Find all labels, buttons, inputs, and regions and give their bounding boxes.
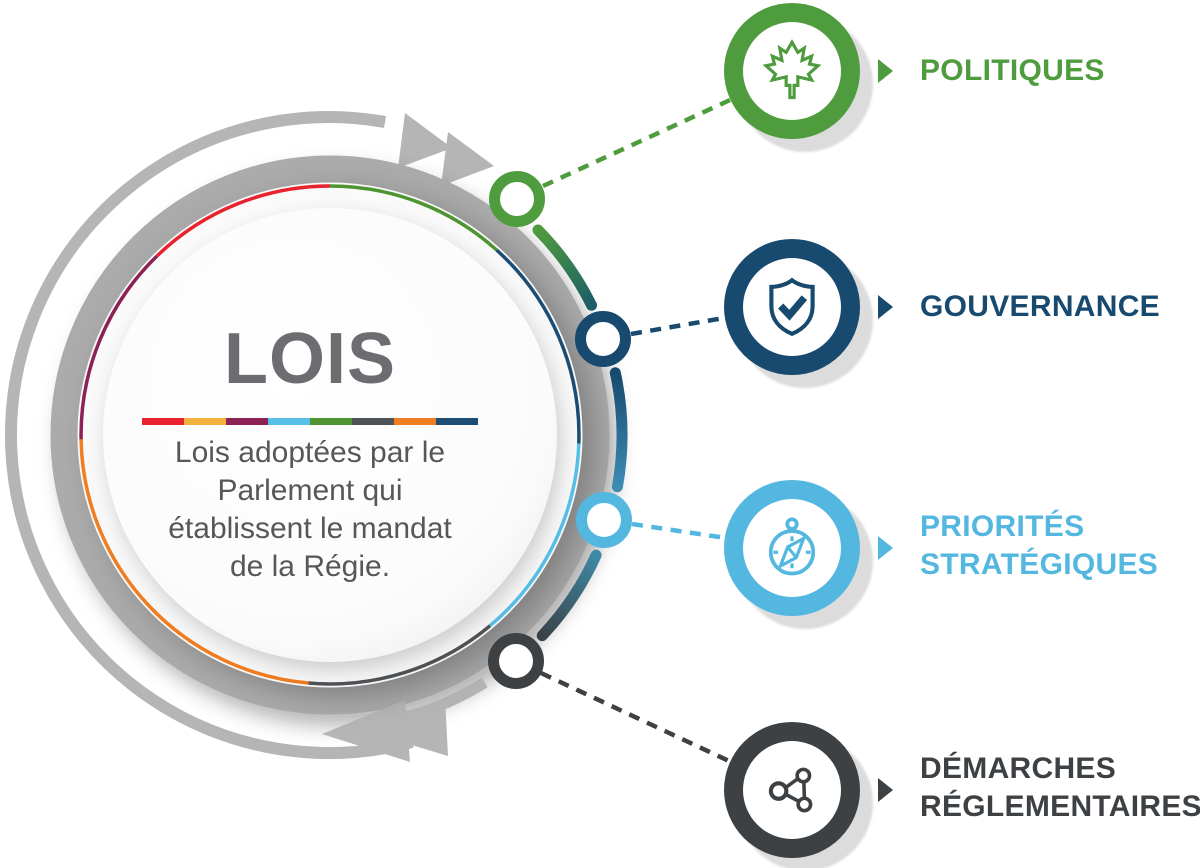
pointer-arrow-icon — [878, 536, 893, 560]
divider-segment — [394, 418, 436, 425]
center-title: LOIS — [223, 319, 396, 399]
politiques-label: POLITIQUES — [920, 54, 1105, 87]
politiques-badge — [724, 3, 873, 152]
rotation-arrow-bottom-icon — [322, 700, 410, 762]
color-divider — [142, 418, 478, 425]
dashed-connectors — [540, 97, 731, 764]
network-icon — [768, 767, 813, 813]
node-priorites — [576, 492, 632, 548]
node-demarches — [488, 633, 544, 689]
demarches-badge — [724, 722, 873, 868]
badge-inner — [743, 741, 841, 839]
divider-segment — [226, 418, 268, 425]
pointer-arrow-icon — [878, 778, 893, 802]
multicolor-ring — [79, 184, 581, 686]
connector-demarches — [540, 670, 730, 764]
divider-segment — [142, 418, 184, 425]
divider-segment — [352, 418, 394, 425]
demarches-label: DÉMARCHES RÉGLEMENTAIRES — [920, 752, 1200, 823]
branch-politiques: POLITIQUES — [712, 0, 1200, 152]
maple-leaf-icon — [762, 39, 822, 100]
badge-inner — [743, 22, 841, 120]
badge-ring — [724, 722, 860, 858]
badge-inner — [743, 499, 841, 597]
connector-gouvernance — [630, 315, 725, 337]
priorites-label: PRIORITÉS STRATÉGIQUES — [920, 510, 1159, 581]
connector-politiques — [542, 97, 731, 189]
outer-rotation-arc — [5, 111, 414, 759]
branch-gouvernance: GOUVERNANCE — [712, 232, 1200, 388]
cycle-nodes — [488, 171, 632, 689]
gouvernance-label: GOUVERNANCE — [920, 290, 1160, 323]
node-gouvernance — [575, 311, 631, 367]
rotation-arrow-top-icon — [441, 132, 494, 186]
pointer-arrow-icon — [878, 295, 893, 319]
pointer-arrow-icon — [878, 59, 893, 83]
badge-ring — [724, 239, 860, 375]
rotation-arrow-top-icon — [398, 113, 452, 168]
branch-priorites: PRIORITÉS STRATÉGIQUES — [712, 473, 1200, 629]
compass-icon — [768, 517, 816, 576]
badge-inner — [743, 258, 841, 356]
center-description: Lois adoptées par le Parlement qui établ… — [168, 436, 452, 583]
branch-demarches: DÉMARCHES RÉGLEMENTAIRES — [712, 715, 1200, 868]
shield-check-icon — [769, 277, 815, 337]
divider-segment — [310, 418, 352, 425]
connector-priorites — [631, 521, 727, 541]
divider-segment — [268, 418, 310, 425]
badge-ring — [724, 3, 860, 139]
center-disk — [103, 208, 557, 662]
divider-segment — [436, 418, 478, 425]
gouvernance-badge — [724, 239, 873, 388]
flow-arc — [532, 224, 628, 642]
priorites-badge — [724, 480, 873, 629]
outer-gray-ring — [50, 155, 610, 715]
divider-segment — [184, 418, 226, 425]
badge-ring — [724, 480, 860, 616]
node-politiques — [489, 171, 545, 227]
